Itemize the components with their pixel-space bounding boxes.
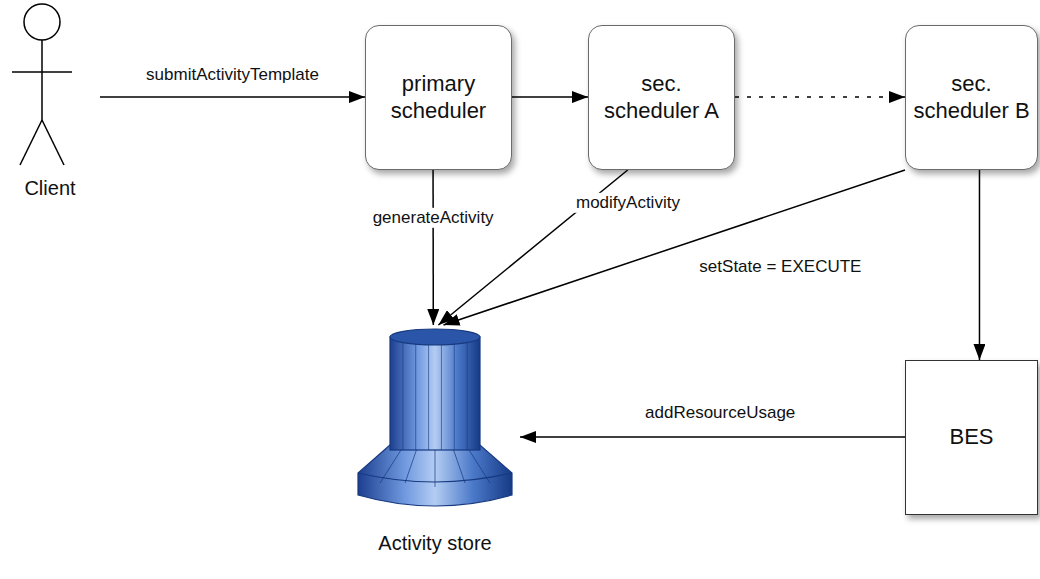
node-label: sec. scheduler B [913, 71, 1030, 125]
store-icon [350, 325, 520, 515]
data-store: Activity store [350, 325, 520, 555]
connector-arrow [432, 170, 434, 325]
connector-arrow [520, 436, 905, 438]
system-box: BES [905, 360, 1038, 515]
node-label: BES [949, 424, 993, 451]
connector-arrow [979, 170, 981, 360]
edge-label: addResourceUsage [642, 403, 798, 423]
connector-arrow [100, 96, 365, 98]
node-label: Client [24, 176, 75, 200]
process-box: primary scheduler [365, 25, 512, 170]
edge-label: modifyActivity [573, 192, 683, 212]
node-label: sec. scheduler A [596, 71, 727, 125]
process-box: sec. scheduler A [588, 25, 735, 170]
connector-arrow [735, 96, 905, 98]
edge-label: setState = EXECUTE [696, 257, 864, 277]
node-label: Activity store [378, 531, 491, 555]
connector-arrow [512, 96, 588, 98]
process-box: sec. scheduler B [905, 25, 1038, 170]
connector-arrow [444, 170, 906, 325]
edge-label: submitActivityTemplate [143, 65, 322, 85]
node-label: primary scheduler [373, 71, 504, 125]
actor-figure: Client [0, 0, 100, 200]
edge-label: generateActivity [370, 208, 497, 228]
actor-icon [0, 0, 100, 172]
